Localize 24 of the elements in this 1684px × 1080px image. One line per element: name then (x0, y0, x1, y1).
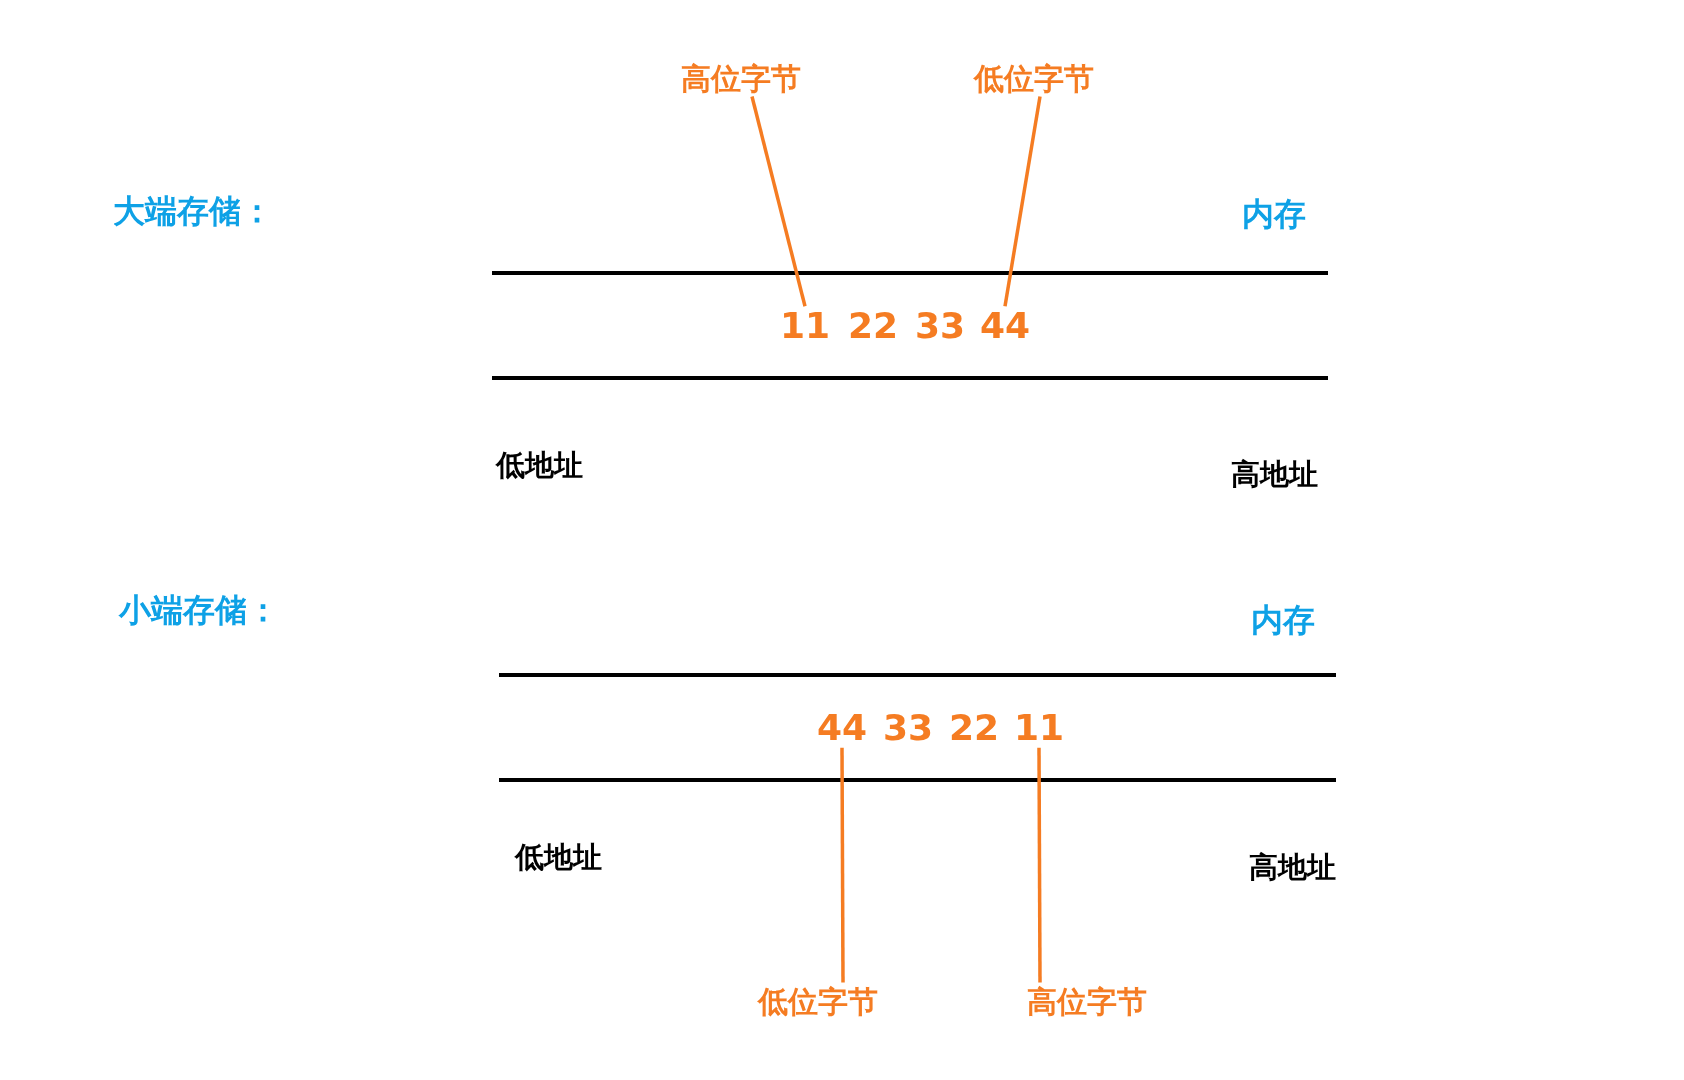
section-title: 小端存储： (119, 593, 279, 629)
address-label: 低地址 (514, 842, 602, 874)
byte-value: 33 (882, 708, 934, 748)
byte-value: 44 (979, 306, 1031, 346)
address-label: 高地址 (1230, 459, 1318, 491)
leader-line (1003, 96, 1042, 307)
memory-label: 内存 (1242, 197, 1306, 233)
byte-value: 11 (779, 306, 831, 346)
memory-label: 内存 (1251, 603, 1315, 639)
leader-line (1037, 747, 1042, 983)
leader-line (750, 96, 807, 307)
byte-order-label: 低位字节 (758, 984, 878, 1018)
byte-value: 11 (1013, 708, 1065, 748)
byte-value: 22 (948, 708, 1000, 748)
byte-value: 22 (847, 306, 899, 346)
address-label: 低地址 (495, 450, 583, 482)
byte-value: 33 (914, 306, 966, 346)
address-label: 高地址 (1248, 852, 1336, 884)
byte-order-label: 高位字节 (1027, 984, 1147, 1018)
byte-order-label: 高位字节 (681, 61, 801, 95)
section-title: 大端存储： (113, 194, 273, 230)
byte-order-label: 低位字节 (974, 61, 1094, 95)
byte-value: 44 (816, 708, 868, 748)
leader-line (840, 747, 845, 983)
